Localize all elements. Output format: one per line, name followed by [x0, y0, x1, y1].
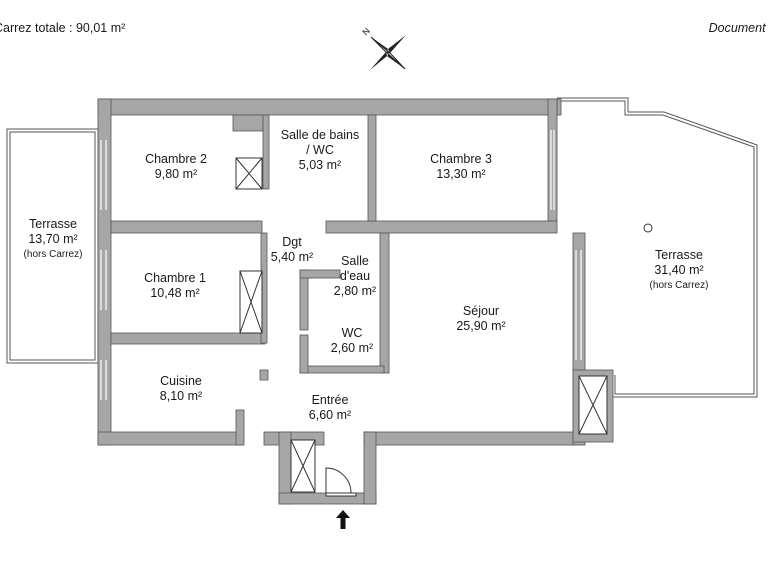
room-name: Salle de bains [280, 128, 360, 142]
cabinets [235, 157, 608, 493]
room-area: 13,70 m² [28, 232, 78, 246]
compass-rose-icon: N [360, 26, 406, 70]
room-dgt: Dgt 5,40 m² [262, 235, 322, 265]
entry-arrow-icon [336, 510, 350, 529]
room-sejour: Séjour 25,90 m² [441, 304, 521, 334]
room-name: Entrée [311, 393, 349, 407]
room-chambre1: Chambre 1 10,48 m² [130, 271, 220, 301]
terrasse-right-outline [557, 97, 758, 398]
room-area: 10,48 m² [150, 286, 200, 300]
compass-north-label: N [360, 26, 372, 38]
room-note: (hors Carrez) [649, 280, 709, 291]
room-area: 13,30 m² [436, 167, 486, 181]
room-area: 31,40 m² [654, 263, 704, 277]
room-cuisine: Cuisine 8,10 m² [141, 374, 221, 404]
room-salle-de-bains: Salle de bains / WC 5,03 m² [270, 128, 370, 173]
room-terrasse-right: Terrasse 31,40 m² (hors Carrez) [639, 248, 719, 293]
room-name: Terrasse [655, 248, 703, 262]
room-area: 2,60 m² [330, 341, 374, 355]
room-note: (hors Carrez) [23, 249, 83, 260]
room-area: 8,10 m² [159, 389, 203, 403]
room-area: 5,40 m² [270, 250, 314, 264]
room-name: Chambre 3 [430, 152, 492, 166]
room-entree: Entrée 6,60 m² [298, 393, 362, 423]
room-wc: WC 2,60 m² [322, 326, 382, 356]
terrace-marker-icon [643, 223, 653, 233]
room-area: 2,80 m² [333, 284, 377, 298]
room-name: WC [341, 326, 363, 340]
room-name: Dgt [282, 235, 302, 249]
room-name: Chambre 2 [145, 152, 207, 166]
room-name: Chambre 1 [144, 271, 206, 285]
windows [100, 130, 582, 400]
room-area: 6,60 m² [308, 408, 352, 422]
room-chambre2: Chambre 2 9,80 m² [131, 152, 221, 182]
carrez-total-label: Carrez totale : 90,01 m² [0, 21, 126, 35]
room-name: Salle [341, 254, 369, 268]
room-area: 5,03 m² [298, 158, 342, 172]
document-note-label: Document n [708, 21, 768, 35]
room-area: 25,90 m² [456, 319, 506, 333]
room-name: Séjour [462, 304, 500, 318]
room-name-line2: d'eau [339, 269, 371, 283]
room-chambre3: Chambre 3 13,30 m² [411, 152, 511, 182]
room-terrasse-left: Terrasse 13,70 m² (hors Carrez) [13, 217, 93, 262]
room-name: Cuisine [160, 374, 202, 388]
room-area: 9,80 m² [154, 167, 198, 181]
room-name-line2: / WC [306, 143, 334, 157]
entry-door [325, 467, 357, 497]
room-salle-deau: Salle d'eau 2,80 m² [327, 254, 383, 299]
room-name: Terrasse [29, 217, 77, 231]
